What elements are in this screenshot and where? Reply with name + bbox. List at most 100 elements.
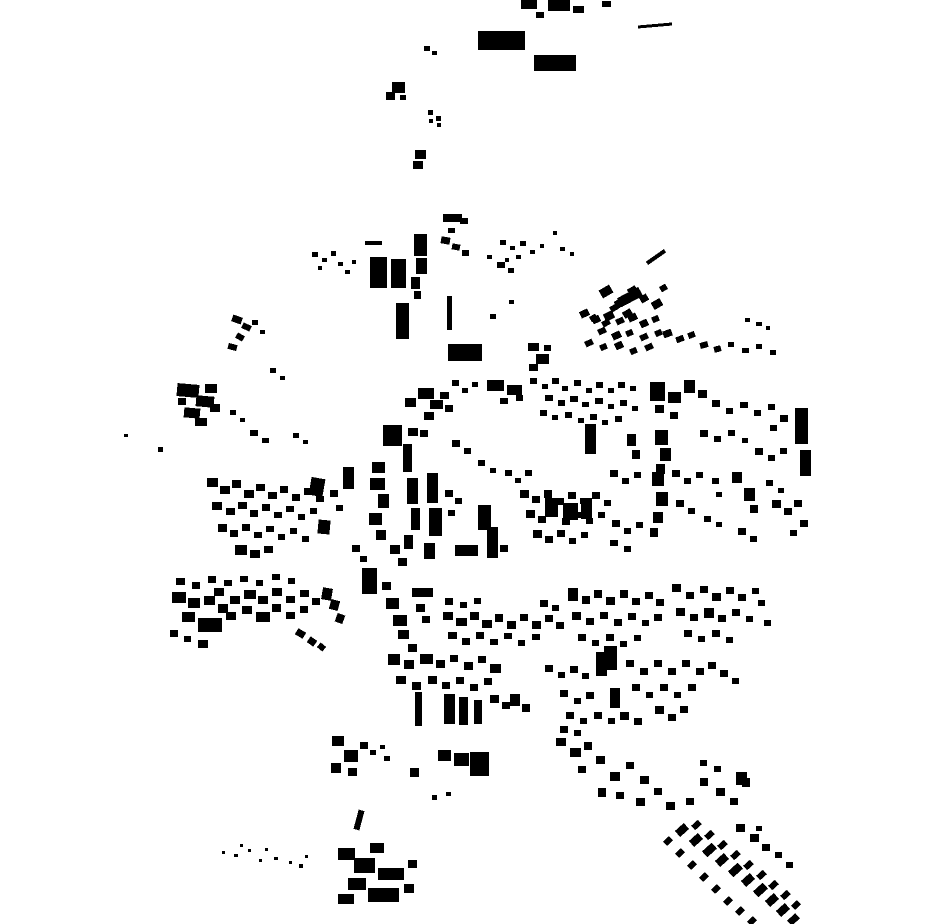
building-footprint <box>310 508 317 514</box>
building-footprint <box>280 376 285 380</box>
building-footprint <box>452 380 459 386</box>
building-footprint <box>414 234 427 256</box>
building-footprint <box>595 398 603 404</box>
building-footprint <box>650 382 665 401</box>
building-footprint <box>784 508 792 515</box>
building-footprint <box>544 345 551 351</box>
building-footprint <box>515 478 521 483</box>
building-footprint <box>570 396 578 402</box>
building-footprint <box>655 706 664 714</box>
building-footprint <box>528 343 539 351</box>
building-footprint <box>616 792 624 799</box>
building-footprint <box>768 879 779 891</box>
building-footprint <box>415 150 426 159</box>
building-footprint <box>750 536 757 542</box>
building-footprint <box>438 750 451 761</box>
building-footprint <box>242 606 252 614</box>
building-footprint <box>262 504 270 511</box>
building-footprint <box>240 418 245 422</box>
building-footprint <box>472 382 478 387</box>
building-footprint <box>581 498 592 519</box>
building-footprint <box>176 578 185 585</box>
building-footprint <box>602 420 608 425</box>
building-footprint <box>370 257 387 288</box>
building-footprint <box>462 250 469 256</box>
building-footprint <box>624 528 631 534</box>
building-footprint <box>238 502 247 509</box>
building-footprint <box>716 788 725 796</box>
building-footprint <box>487 255 492 259</box>
building-footprint <box>188 598 200 608</box>
building-footprint <box>581 532 588 538</box>
building-footprint <box>656 599 664 606</box>
building-footprint <box>601 318 611 328</box>
building-footprint <box>578 766 586 773</box>
building-footprint <box>594 590 602 598</box>
building-footprint <box>244 590 256 599</box>
building-footprint <box>124 434 128 437</box>
building-footprint <box>622 478 629 484</box>
building-footprint <box>717 839 728 851</box>
building-footprint <box>226 508 235 515</box>
building-footprint <box>440 392 449 399</box>
building-footprint <box>613 340 625 351</box>
building-footprint <box>742 348 749 353</box>
building-footprint <box>699 872 709 882</box>
building-footprint <box>290 528 297 534</box>
building-footprint <box>398 558 407 566</box>
building-footprint <box>322 258 327 262</box>
building-footprint <box>212 502 222 510</box>
building-footprint <box>448 632 457 639</box>
building-footprint <box>700 778 708 786</box>
building-footprint <box>711 884 721 894</box>
building-footprint <box>636 798 645 806</box>
building-footprint <box>403 444 412 472</box>
building-footprint <box>688 833 704 847</box>
building-footprint <box>378 494 389 508</box>
building-footprint <box>786 862 793 868</box>
building-footprint <box>582 673 589 679</box>
building-footprint <box>660 448 671 461</box>
building-footprint <box>569 538 576 544</box>
building-footprint <box>250 550 260 558</box>
building-footprint <box>525 470 532 476</box>
building-footprint <box>532 634 540 640</box>
building-footprint <box>490 639 498 645</box>
building-footprint <box>620 712 629 720</box>
building-footprint <box>376 530 386 540</box>
building-footprint <box>448 344 482 361</box>
building-footprint <box>602 310 616 322</box>
building-footprint <box>688 684 696 691</box>
building-footprint <box>642 620 649 626</box>
building-footprint <box>688 508 695 514</box>
building-footprint <box>794 500 802 507</box>
building-footprint <box>490 695 499 703</box>
building-footprint <box>508 268 514 273</box>
building-footprint <box>478 656 486 663</box>
building-footprint <box>455 498 462 504</box>
building-footprint <box>420 654 433 664</box>
building-footprint <box>560 726 568 733</box>
building-footprint <box>755 448 763 455</box>
building-footprint <box>424 543 435 559</box>
building-footprint <box>644 342 654 352</box>
building-footprint <box>443 214 462 222</box>
building-footprint <box>460 602 467 608</box>
building-footprint <box>306 636 318 647</box>
building-footprint <box>596 756 605 764</box>
building-footprint <box>615 416 622 422</box>
building-footprint <box>304 488 312 495</box>
building-footprint <box>302 536 309 542</box>
building-footprint <box>532 621 541 629</box>
building-footprint <box>614 619 622 626</box>
building-footprint <box>172 592 186 603</box>
building-footprint <box>562 518 570 525</box>
building-footprint <box>570 252 574 256</box>
building-footprint <box>300 606 308 613</box>
building-footprint <box>778 488 784 493</box>
building-footprint <box>676 608 685 616</box>
building-footprint <box>556 622 564 629</box>
building-footprint <box>738 528 746 535</box>
building-footprint <box>590 314 602 325</box>
